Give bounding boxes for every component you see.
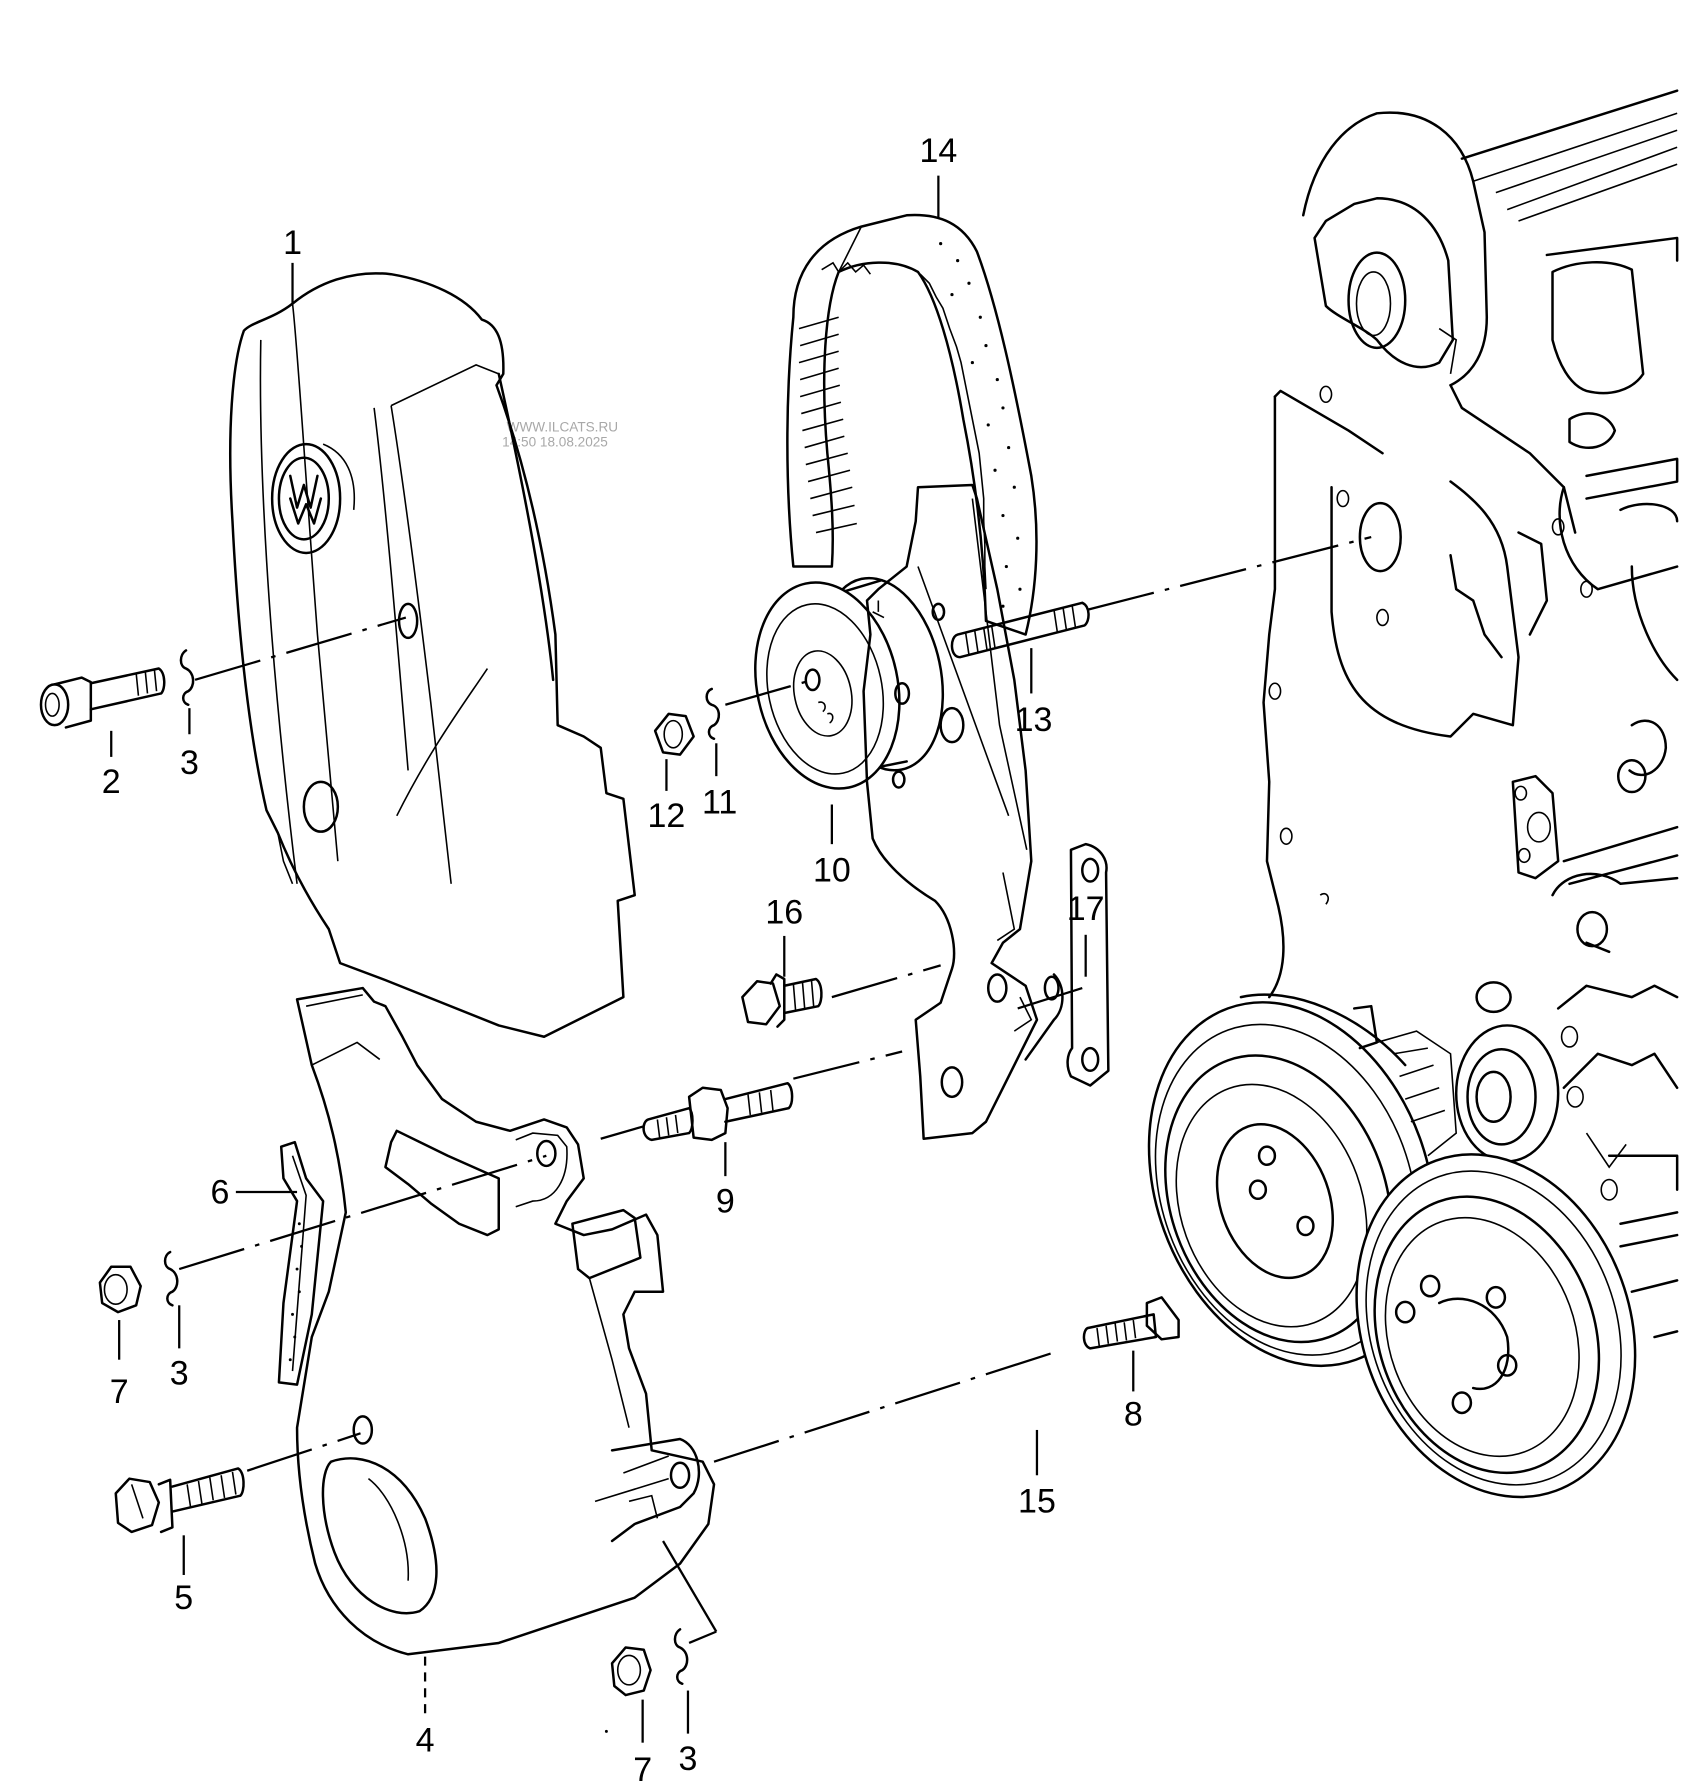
vibration-damper — [1355, 1153, 1637, 1499]
stud-with-hex-collar[interactable] — [642, 1081, 794, 1142]
tensioner-pulley[interactable] — [737, 567, 960, 802]
callout-3-bottom: 3 — [679, 1740, 698, 1778]
hex-bolt-5[interactable] — [114, 1467, 245, 1534]
callout-16: 16 — [765, 893, 803, 931]
callout-1: 1 — [283, 224, 302, 262]
callout-leaders — [110, 175, 1135, 1743]
spring-washer-3-upper[interactable] — [179, 649, 195, 707]
spring-washer-3-left[interactable] — [163, 1250, 179, 1307]
crankshaft-pulley — [1147, 993, 1458, 1368]
watermark-line-1: WWW.ILCATS.RU — [507, 420, 618, 435]
callout-6: 6 — [211, 1173, 230, 1211]
callout-13: 13 — [1015, 701, 1053, 739]
seal-strip[interactable] — [277, 1140, 325, 1386]
hex-nut-7-left[interactable] — [98, 1265, 142, 1314]
callout-9: 9 — [716, 1182, 735, 1220]
callout-3-upper: 3 — [180, 744, 199, 782]
hex-nut-7-bottom[interactable] — [610, 1646, 652, 1697]
vw-logo-icon — [270, 442, 356, 555]
belt-texture — [939, 242, 1022, 608]
callout-3-left: 3 — [170, 1355, 189, 1393]
callout-14: 14 — [919, 132, 957, 170]
belt-teeth — [798, 261, 987, 590]
lower-timing-belt-cover[interactable] — [295, 986, 716, 1656]
alignment-lines — [178, 535, 1372, 1645]
callout-8: 8 — [1124, 1395, 1143, 1433]
watermark-line-2: 14:50 18.08.2025 — [502, 434, 608, 449]
hex-nut-12[interactable] — [653, 712, 695, 756]
callout-4: 4 — [416, 1722, 435, 1760]
watermark: WWW.ILCATS.RU 14:50 18.08.2025 — [502, 420, 618, 450]
hex-flange-bolt-16[interactable] — [741, 973, 823, 1028]
callout-12: 12 — [648, 797, 686, 835]
toothed-timing-belt[interactable] — [786, 213, 1038, 636]
engine-block — [1262, 89, 1679, 1339]
upper-timing-belt-cover[interactable] — [229, 272, 636, 1039]
callout-2: 2 — [102, 763, 121, 801]
bracket[interactable] — [1066, 842, 1110, 1087]
rear-cover-plate[interactable] — [862, 483, 1064, 1140]
stray-dot — [604, 1729, 608, 1733]
spring-washer-3-bottom[interactable] — [673, 1628, 689, 1686]
callout-10: 10 — [813, 852, 851, 890]
callout-15: 15 — [1018, 1483, 1056, 1521]
callout-7-bottom: 7 — [633, 1751, 652, 1788]
callout-11: 11 — [702, 784, 737, 822]
socket-head-bolt-2[interactable] — [39, 667, 166, 729]
stud[interactable] — [950, 601, 1090, 659]
callout-17: 17 — [1067, 890, 1105, 928]
callout-7-left: 7 — [110, 1373, 129, 1411]
spring-washer-11[interactable] — [705, 687, 721, 741]
t-head-bolt-8[interactable] — [1082, 1296, 1180, 1350]
callout-5: 5 — [174, 1579, 193, 1617]
callout-labels: 1 2 3 3 3 4 5 6 7 7 8 9 10 11 12 13 14 1… — [102, 132, 1143, 1788]
